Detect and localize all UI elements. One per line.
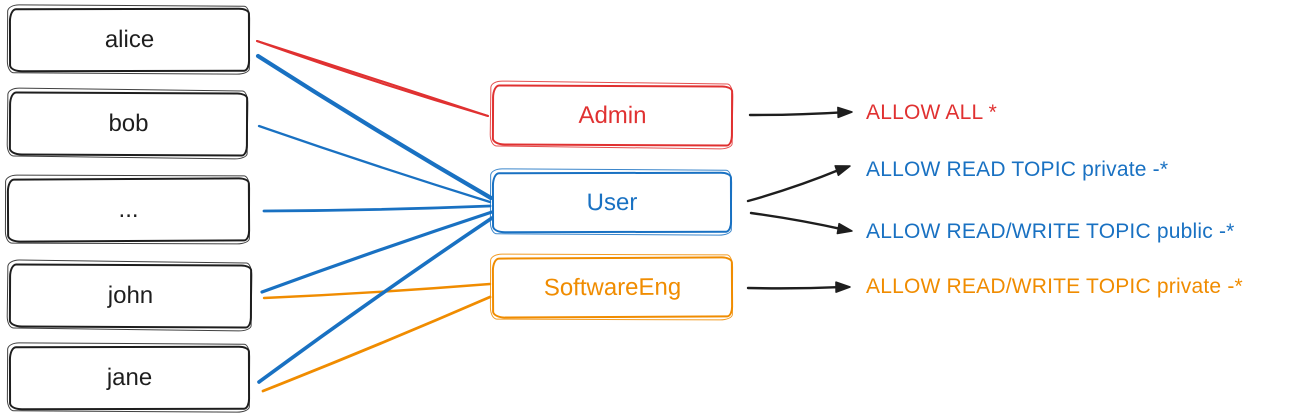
arrowhead bbox=[835, 281, 851, 293]
edge-line bbox=[746, 285, 843, 290]
arrowhead bbox=[834, 165, 851, 177]
arrowhead bbox=[836, 222, 853, 235]
role-label: SoftwareEng bbox=[543, 273, 682, 301]
role-label: Admin bbox=[578, 101, 647, 129]
user-box-john: john bbox=[8, 263, 253, 329]
role-box-user: User bbox=[491, 171, 733, 234]
edge-line bbox=[262, 282, 492, 300]
role-box-admin: Admin bbox=[491, 84, 734, 147]
edge-line bbox=[256, 40, 489, 117]
user-label: bob bbox=[108, 109, 149, 138]
user-box-alice: alice bbox=[8, 7, 251, 73]
role-box-softwareeng: SoftwareEng bbox=[491, 256, 734, 319]
edge-line bbox=[746, 167, 843, 203]
user-box-jane: jane bbox=[8, 345, 251, 411]
user-label: alice bbox=[104, 25, 155, 54]
edge-line bbox=[261, 295, 492, 393]
edge-line bbox=[257, 124, 492, 204]
edge-line bbox=[749, 211, 845, 231]
edge-line bbox=[255, 53, 494, 201]
edge-line bbox=[256, 40, 489, 117]
edge-line bbox=[262, 204, 492, 213]
permission-label-allow-all: ALLOW ALL * bbox=[866, 101, 997, 124]
user-label: john bbox=[107, 281, 154, 310]
user-label: ... bbox=[118, 195, 139, 224]
role-label: User bbox=[586, 188, 638, 216]
user-box-ellipsis: ... bbox=[6, 177, 251, 243]
arrowhead bbox=[837, 106, 853, 119]
edge-line bbox=[257, 216, 494, 384]
permission-label-readwrite-private: ALLOW READ/WRITE TOPIC private -* bbox=[866, 275, 1243, 298]
permission-label-read-private: ALLOW READ TOPIC private -* bbox=[866, 158, 1169, 181]
edge-line bbox=[748, 111, 845, 117]
edge-line bbox=[260, 210, 494, 294]
user-label: jane bbox=[106, 363, 153, 392]
user-box-bob: bob bbox=[8, 91, 249, 157]
permission-label-readwrite-public: ALLOW READ/WRITE TOPIC public -* bbox=[866, 220, 1235, 243]
